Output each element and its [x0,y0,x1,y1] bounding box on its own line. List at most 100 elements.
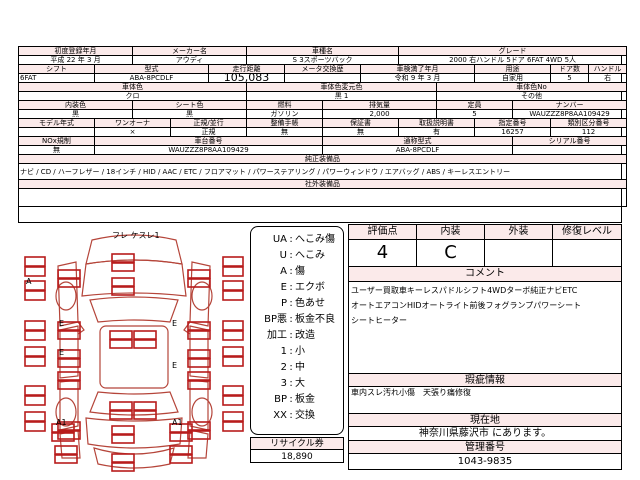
damage-mark-e: E [172,361,177,370]
defect-text: 車内スレ汚れ小傷 天張り痛修復 [351,388,471,397]
damage-box [24,330,46,341]
management-number-value: 1043-9835 [457,456,513,467]
damage-box [109,401,133,411]
color-number-value: その他 [436,91,628,101]
damage-box [187,349,211,359]
damage-box [111,253,135,263]
left-rear-wheel-outline [55,397,77,427]
chassis-number-value: WAUZZZ8P8AA109429 [93,145,324,155]
damage-box [222,266,244,277]
seat-color-label: シート色 [131,100,248,110]
damage-box [222,385,244,396]
inspection-expiry-label: 車検満了年月 [360,64,476,74]
damage-box [111,262,135,272]
spec-row-6-labels: NOx規制 車台番号 通称型式 シリアル番号 [18,136,628,146]
body-color-value: クロ [17,91,248,101]
damage-box [187,321,211,331]
damage-box [169,445,193,455]
recycle-ticket-box: リサイクル券 18,890 [250,437,344,463]
hood-outline [81,259,187,297]
original-color-label: 車体色変元色 [246,82,438,92]
recycle-ticket-label: リサイクル券 [251,438,343,450]
interior-value: C [417,240,485,267]
divider [349,413,621,414]
serial-number-label: シリアル番号 [512,136,628,146]
legend-row: 3:大 [280,378,305,389]
model-year-label: モデル年式 [18,118,95,128]
damage-mark-a1: A1 [172,418,183,427]
score-label: 評価点 [349,225,417,240]
exterior-value [485,240,553,267]
damage-box [187,380,211,390]
steering-value: 右 [588,73,628,83]
damage-box [24,290,46,301]
damage-box [24,356,46,367]
manual-value: 有 [398,127,476,137]
damage-box [24,411,46,422]
damage-box [57,421,81,431]
damage-box [187,421,211,431]
damage-mark-e: E [59,319,64,328]
outside-equipment-value [17,188,628,207]
legend-row: U:へこみ [279,250,325,261]
damage-box [169,454,193,464]
spec-row-6-values: 無 WAUZZZ8P8AA109429 ABA-8PCDLF [18,145,628,155]
damage-mark-e: E [59,348,64,357]
legend-row: UA:へこみ傷 [272,234,335,245]
meter-exchange-label: メータ交換歴 [284,64,362,74]
legend-row: P:色あせ [280,298,325,309]
equipment-label-row: 純正装備品 [17,154,628,164]
damage-box [187,278,211,288]
damage-box [187,330,211,340]
damage-box [222,256,244,267]
damage-box [111,434,135,444]
windshield-outline [89,296,179,323]
damage-mark-e: E [172,319,177,328]
rear-bumper-outline [93,447,175,469]
legend-row: 1:小 [280,346,305,357]
shift-value: 6FAT [18,73,95,83]
legend-row: A:傷 [280,266,305,277]
usage-label: 用途 [474,64,552,74]
damage-box [57,349,81,359]
damage-mark-a1: A1 [56,418,67,427]
left-front-door-outline [59,325,79,379]
outside-equipment-value-row [17,188,628,207]
damage-box [109,410,133,420]
damage-box [24,256,46,267]
location-value: 神奈川県藤沢市 にあります。 [349,427,621,441]
management-number-label: 管理番号 [349,441,621,454]
outside-equipment-label: 社外装備品 [17,179,628,189]
body-color-label: 車体色 [17,82,248,92]
evaluation-panel: 評価点 内装 外装 修復レベル 4 C コメント ユーザー買取車キーレスパドルシ… [348,224,622,470]
damage-box [222,395,244,406]
damage-box [24,266,46,277]
capacity-label: 定員 [436,100,514,110]
regular-parallel-value: 正規 [169,127,248,137]
damage-box [111,425,135,435]
damage-box [222,356,244,367]
nox-label: NOx規制 [18,136,95,146]
vehicle-damage-diagram: フレ ケスレ1 A E E E E A1 A1 [24,231,244,472]
maintenance-book-label: 整備手帳 [246,118,324,128]
exterior-label: 外装 [485,225,553,240]
damage-box [57,269,81,279]
damage-box [187,358,211,368]
legend-row: XX:交換 [273,410,315,421]
location-label: 現在地 [349,414,621,427]
damage-box [222,280,244,291]
right-front-fender-outline [189,261,211,327]
damage-box [24,421,46,432]
comment-label: コメント [349,267,621,282]
common-type-value: ABA-8PCDLF [322,145,514,155]
number-value: WAUZZZ8P8AA109429 [512,109,628,119]
damage-box [222,411,244,422]
damage-box [24,346,46,357]
maintenance-book-value: 無 [246,127,324,137]
damage-box [111,462,135,472]
shift-label: シフト [18,64,95,74]
damage-boxes [24,253,244,472]
equipment-label: 純正装備品 [17,154,628,164]
legend-row: BP:板金 [274,394,315,405]
maker-label: メーカー名 [131,46,248,56]
